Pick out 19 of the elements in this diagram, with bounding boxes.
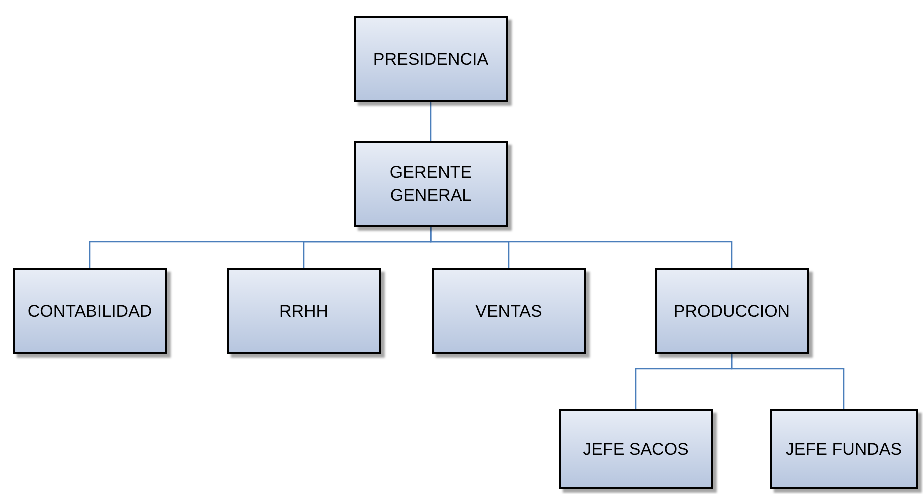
org-box <box>559 409 713 489</box>
org-box <box>13 268 167 354</box>
org-box <box>354 16 508 102</box>
connector-line <box>430 102 432 141</box>
box-label: RRHH <box>279 300 329 322</box>
box-label: JEFE SACOS <box>583 438 689 460</box>
org-box <box>655 268 809 354</box>
org-box <box>227 268 381 354</box>
connector-line <box>731 354 845 409</box>
org-box <box>432 268 586 354</box>
box-label: JEFE FUNDAS <box>786 438 902 460</box>
org-box <box>770 409 918 489</box>
box-label: CONTABILIDAD <box>28 300 152 322</box>
connector-line <box>430 227 733 268</box>
box-label: GERENTE GENERAL <box>388 162 474 207</box>
box-label: PRESIDENCIA <box>373 48 489 70</box>
box-label: VENTAS <box>476 300 542 322</box>
org-box <box>354 141 508 227</box>
box-label: PRODUCCION <box>674 300 790 322</box>
